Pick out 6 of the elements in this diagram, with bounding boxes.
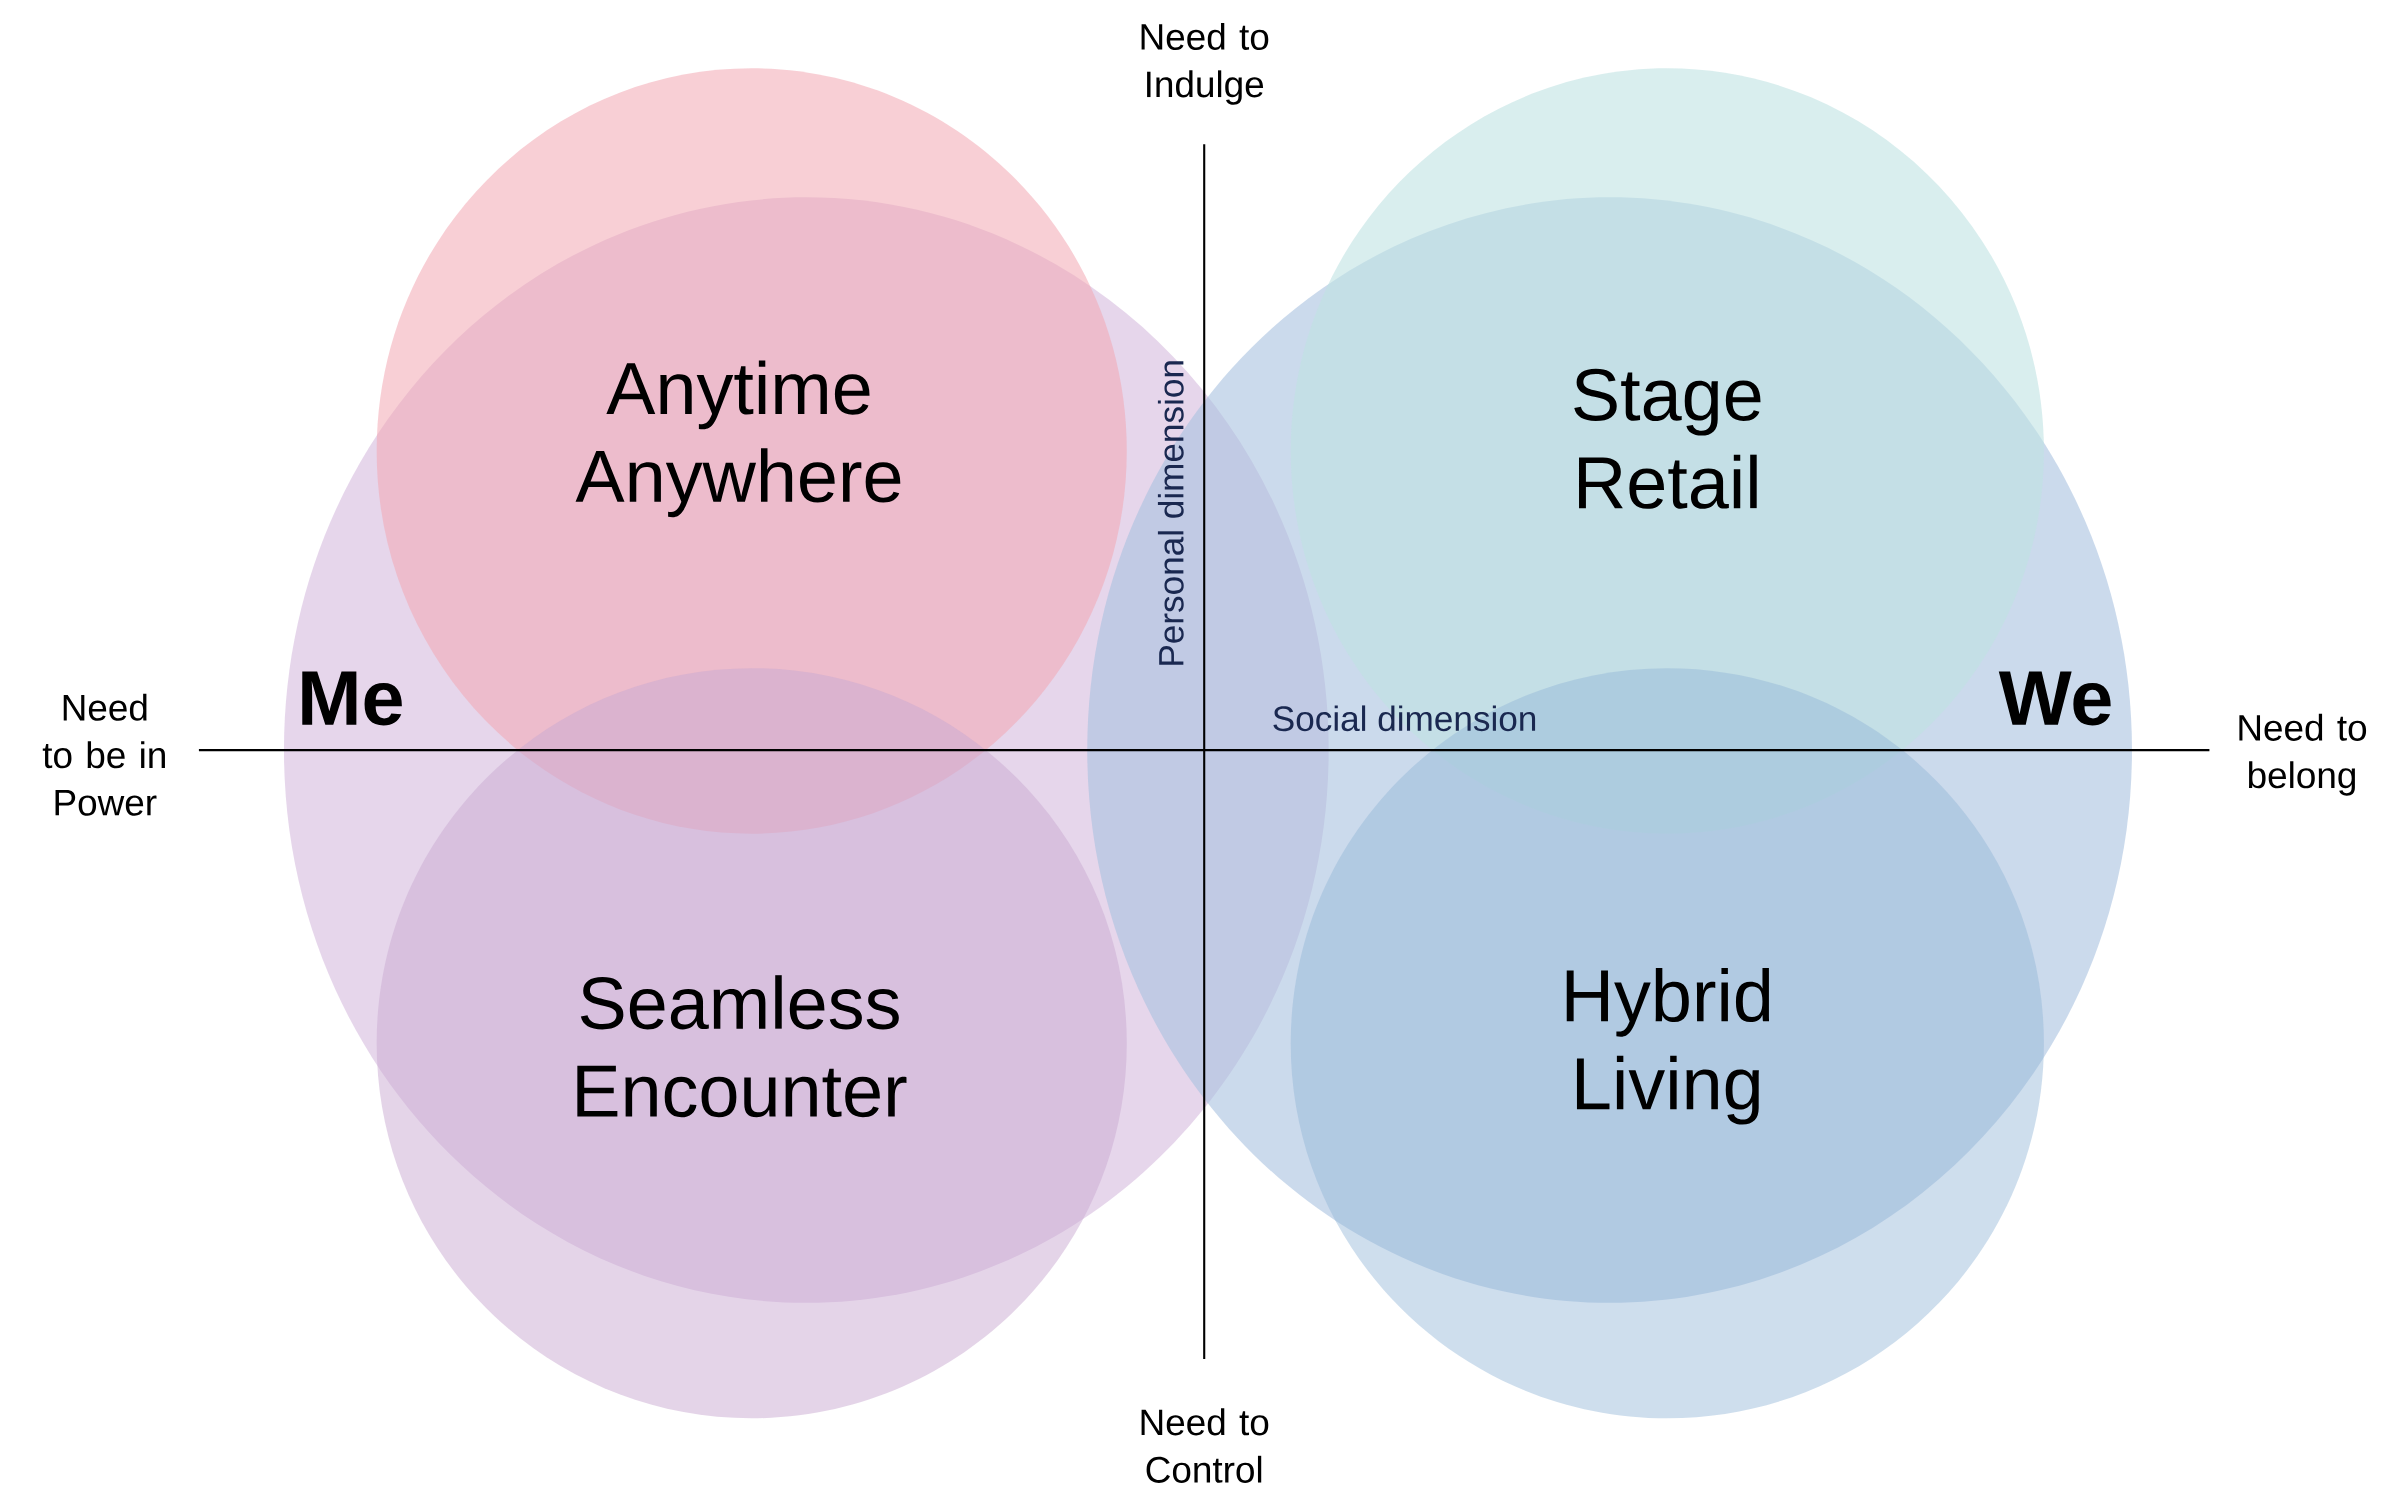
axis-end-label: Need to Control — [1141, 1408, 1269, 1484]
axis-end-label: Need to Indulge — [1141, 23, 1269, 105]
axis-end-label: Need to belong — [2239, 714, 2367, 796]
axis-end-label: Need to be in Power — [42, 693, 165, 816]
axis-label: Social dimension — [1273, 705, 1536, 732]
axis-label: Personal dimension — [1157, 361, 1184, 665]
